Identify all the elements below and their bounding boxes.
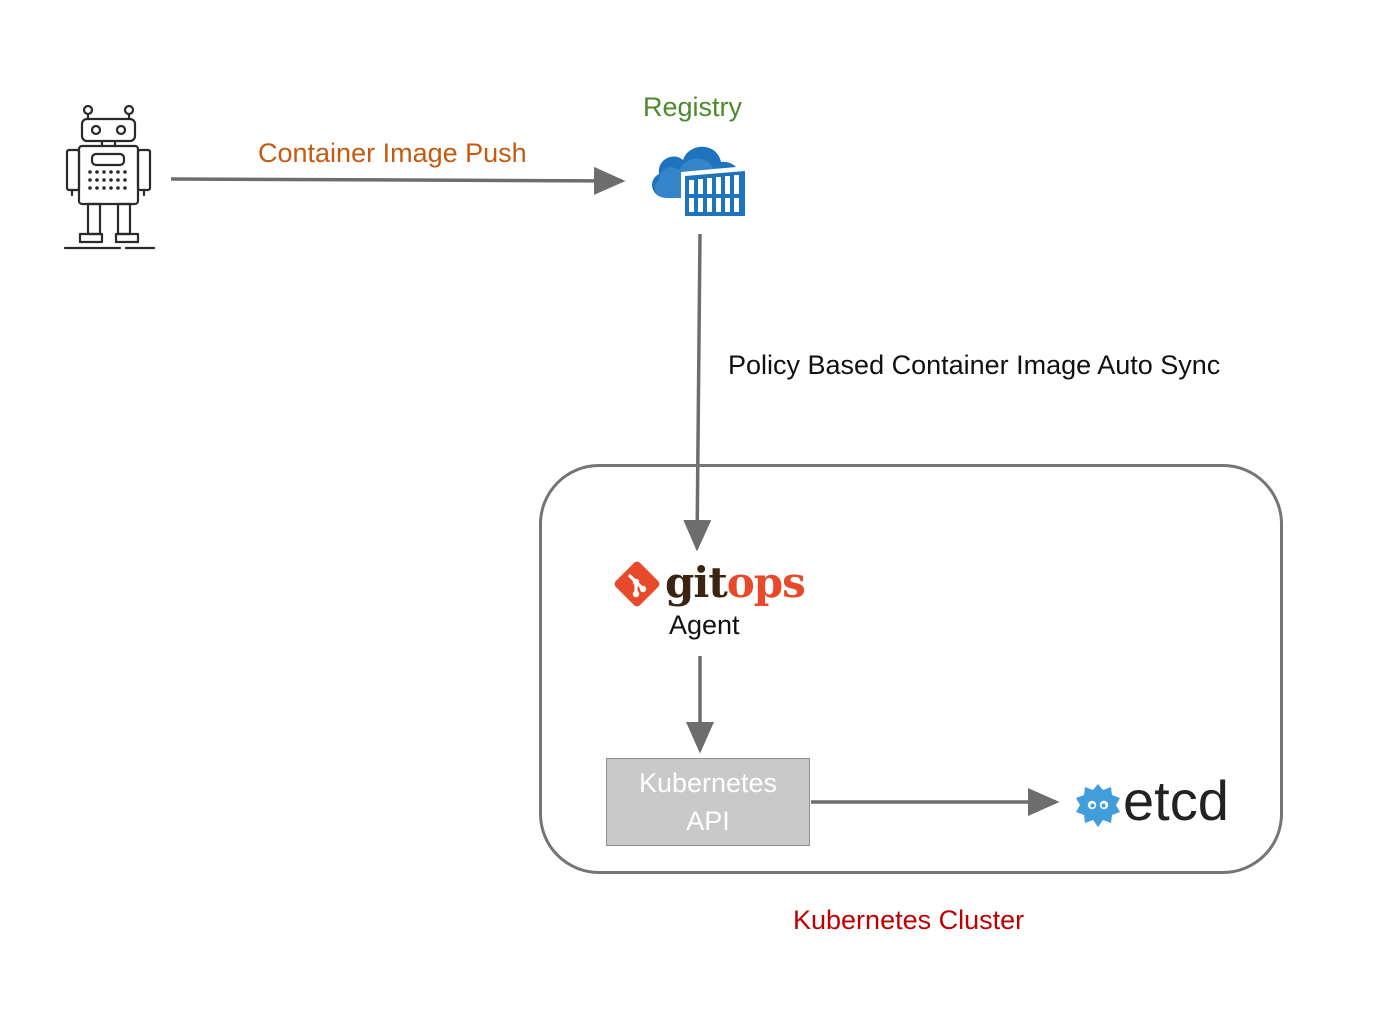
kubernetes-cluster-box [539, 464, 1283, 874]
gitops-logo-text: gitops [665, 558, 806, 608]
kubernetes-cluster-label: Kubernetes Cluster [793, 905, 1025, 935]
kubernetes-api-label: Kubernetes API [638, 768, 778, 836]
gitops-logo-ops: ops [726, 558, 806, 607]
auto-sync-label: Policy Based Container Image Auto Sync [728, 350, 1221, 380]
registry-label: Registry [643, 92, 743, 122]
git-diamond-icon [614, 561, 660, 607]
agent-label: Agent [669, 610, 740, 640]
robot-icon [63, 104, 156, 250]
container-registry-cloud-icon [652, 146, 749, 220]
etcd-gear-icon [1076, 784, 1120, 827]
kubernetes-api-box: Kubernetes API [606, 758, 810, 846]
etcd-logo-text: etcd [1123, 769, 1229, 832]
push-arrow [170, 166, 626, 195]
gitops-logo-git: git [665, 558, 728, 607]
container-image-push-label: Container Image Push [258, 138, 527, 168]
sync-arrow [683, 233, 712, 552]
